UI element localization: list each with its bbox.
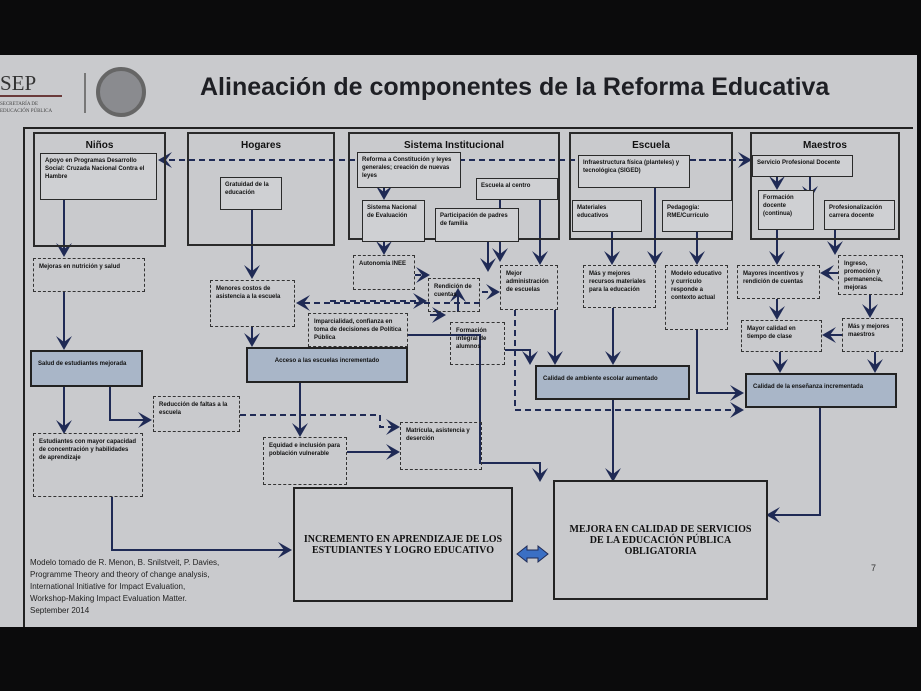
box-participacion: Participación de padres de familia [435, 208, 519, 242]
box-nutricion: Mejoras en nutrición y salud [33, 258, 145, 292]
box-costos: Menores costos de asistencia a la escuel… [210, 280, 295, 327]
group-label: Hogares [240, 140, 281, 151]
box-acceso: Acceso a las escuelas incrementado [246, 347, 408, 383]
page-number: 7 [871, 563, 877, 573]
group-hogares: Hogares [187, 132, 335, 246]
box-formacion-integral: Formación integral de alumnos [450, 322, 505, 365]
box-salud: Salud de estudiantes mejorada [30, 350, 143, 387]
slide: SEP SECRETARÍA DE EDUCACIÓN PÚBLICA Alin… [0, 55, 917, 627]
box-gratuidad: Gratuidad de la educación [220, 177, 282, 210]
box-mejora-calidad: MEJORA EN CALIDAD DE SERVICIOS DE LA EDU… [553, 480, 768, 600]
box-administracion: Mejor administración de escuelas [500, 265, 558, 310]
box-formacion-docente: Formación docente (continua) [758, 190, 814, 230]
footnote-line: Workshop-Making Impact Evaluation Matter… [30, 594, 187, 603]
box-ambiente: Calidad de ambiente escolar aumentado [535, 365, 690, 400]
slide-title: Alineación de componentes de la Reforma … [200, 73, 830, 101]
box-infraestructura: Infraestructura física (planteles) y tec… [578, 155, 690, 188]
national-seal-icon [96, 67, 146, 117]
box-estudiantes: Estudiantes con mayor capacidad de conce… [33, 433, 143, 497]
box-matricula: Matrícula, asistencia y deserción [400, 422, 482, 470]
group-label: Niños [85, 140, 114, 151]
group-label: Escuela [632, 140, 670, 151]
group-label: Maestros [803, 140, 847, 151]
footnote-line: September 2014 [30, 606, 90, 615]
box-pedagogia: Pedagogía: RME/Currículo [662, 200, 733, 232]
group-label: Sistema Institucional [403, 140, 505, 151]
sep-subtitle: SECRETARÍA DE EDUCACIÓN PÚBLICA [0, 102, 53, 114]
box-sne: Sistema Nacional de Evaluación [362, 200, 425, 242]
header-divider [84, 73, 86, 113]
double-arrow-icon [516, 544, 549, 564]
diagram-frame [23, 127, 913, 627]
box-imparcialidad: Imparcialidad, confianza en toma de deci… [308, 313, 408, 347]
box-ingreso: Ingreso, promoción y permanencia, mejora… [838, 255, 903, 295]
footnote: Modelo tomado de R. Menon, B. Snilstveit… [30, 557, 270, 617]
box-calidad-tiempo: Mayor calidad en tiempo de clase [741, 320, 822, 352]
box-mas-maestros: Más y mejores maestros [842, 318, 903, 352]
box-spd: Servicio Profesional Docente [752, 155, 853, 177]
logo-divider [0, 95, 62, 97]
box-autonomia: Autonomía INEE [353, 255, 415, 290]
sep-logo: SEP [0, 71, 37, 95]
box-incremento-aprendizaje: INCREMENTO EN APRENDIZAJE DE LOS ESTUDIA… [293, 487, 513, 602]
group-ninos: Niños [33, 132, 166, 247]
box-escuela-centro: Escuela al centro [476, 178, 558, 200]
box-rendicion: Rendición de cuentas [428, 278, 480, 312]
box-recursos: Más y mejores recursos materiales para l… [583, 265, 656, 308]
footnote-line: International Initiative for Impact Eval… [30, 582, 186, 591]
footnote-line: Modelo tomado de R. Menon, B. Snilstveit… [30, 558, 220, 567]
group-maestros: Maestros [750, 132, 900, 240]
box-profesionalizacion: Profesionalización carrera docente [824, 200, 895, 230]
box-modelo: Modelo educativo y currículo responde a … [665, 265, 728, 330]
box-incentivos: Mayores incentivos y rendición de cuenta… [737, 265, 820, 299]
box-equidad: Equidad e inclusión para población vulne… [263, 437, 347, 485]
footnote-line: Programme Theory and theory of change an… [30, 570, 210, 579]
box-apoyo: Apoyo en Programas Desarrollo Social: Cr… [40, 153, 157, 200]
connector-arrows [56, 152, 883, 564]
box-ensenanza: Calidad de la enseñanza incrementada [745, 373, 897, 408]
group-escuela: Escuela [569, 132, 733, 240]
box-faltas: Reducción de faltas a la escuela [153, 396, 240, 432]
box-materiales: Materiales educativos [572, 200, 642, 232]
box-reforma: Reforma a Constitución y leyes generales… [357, 152, 461, 188]
